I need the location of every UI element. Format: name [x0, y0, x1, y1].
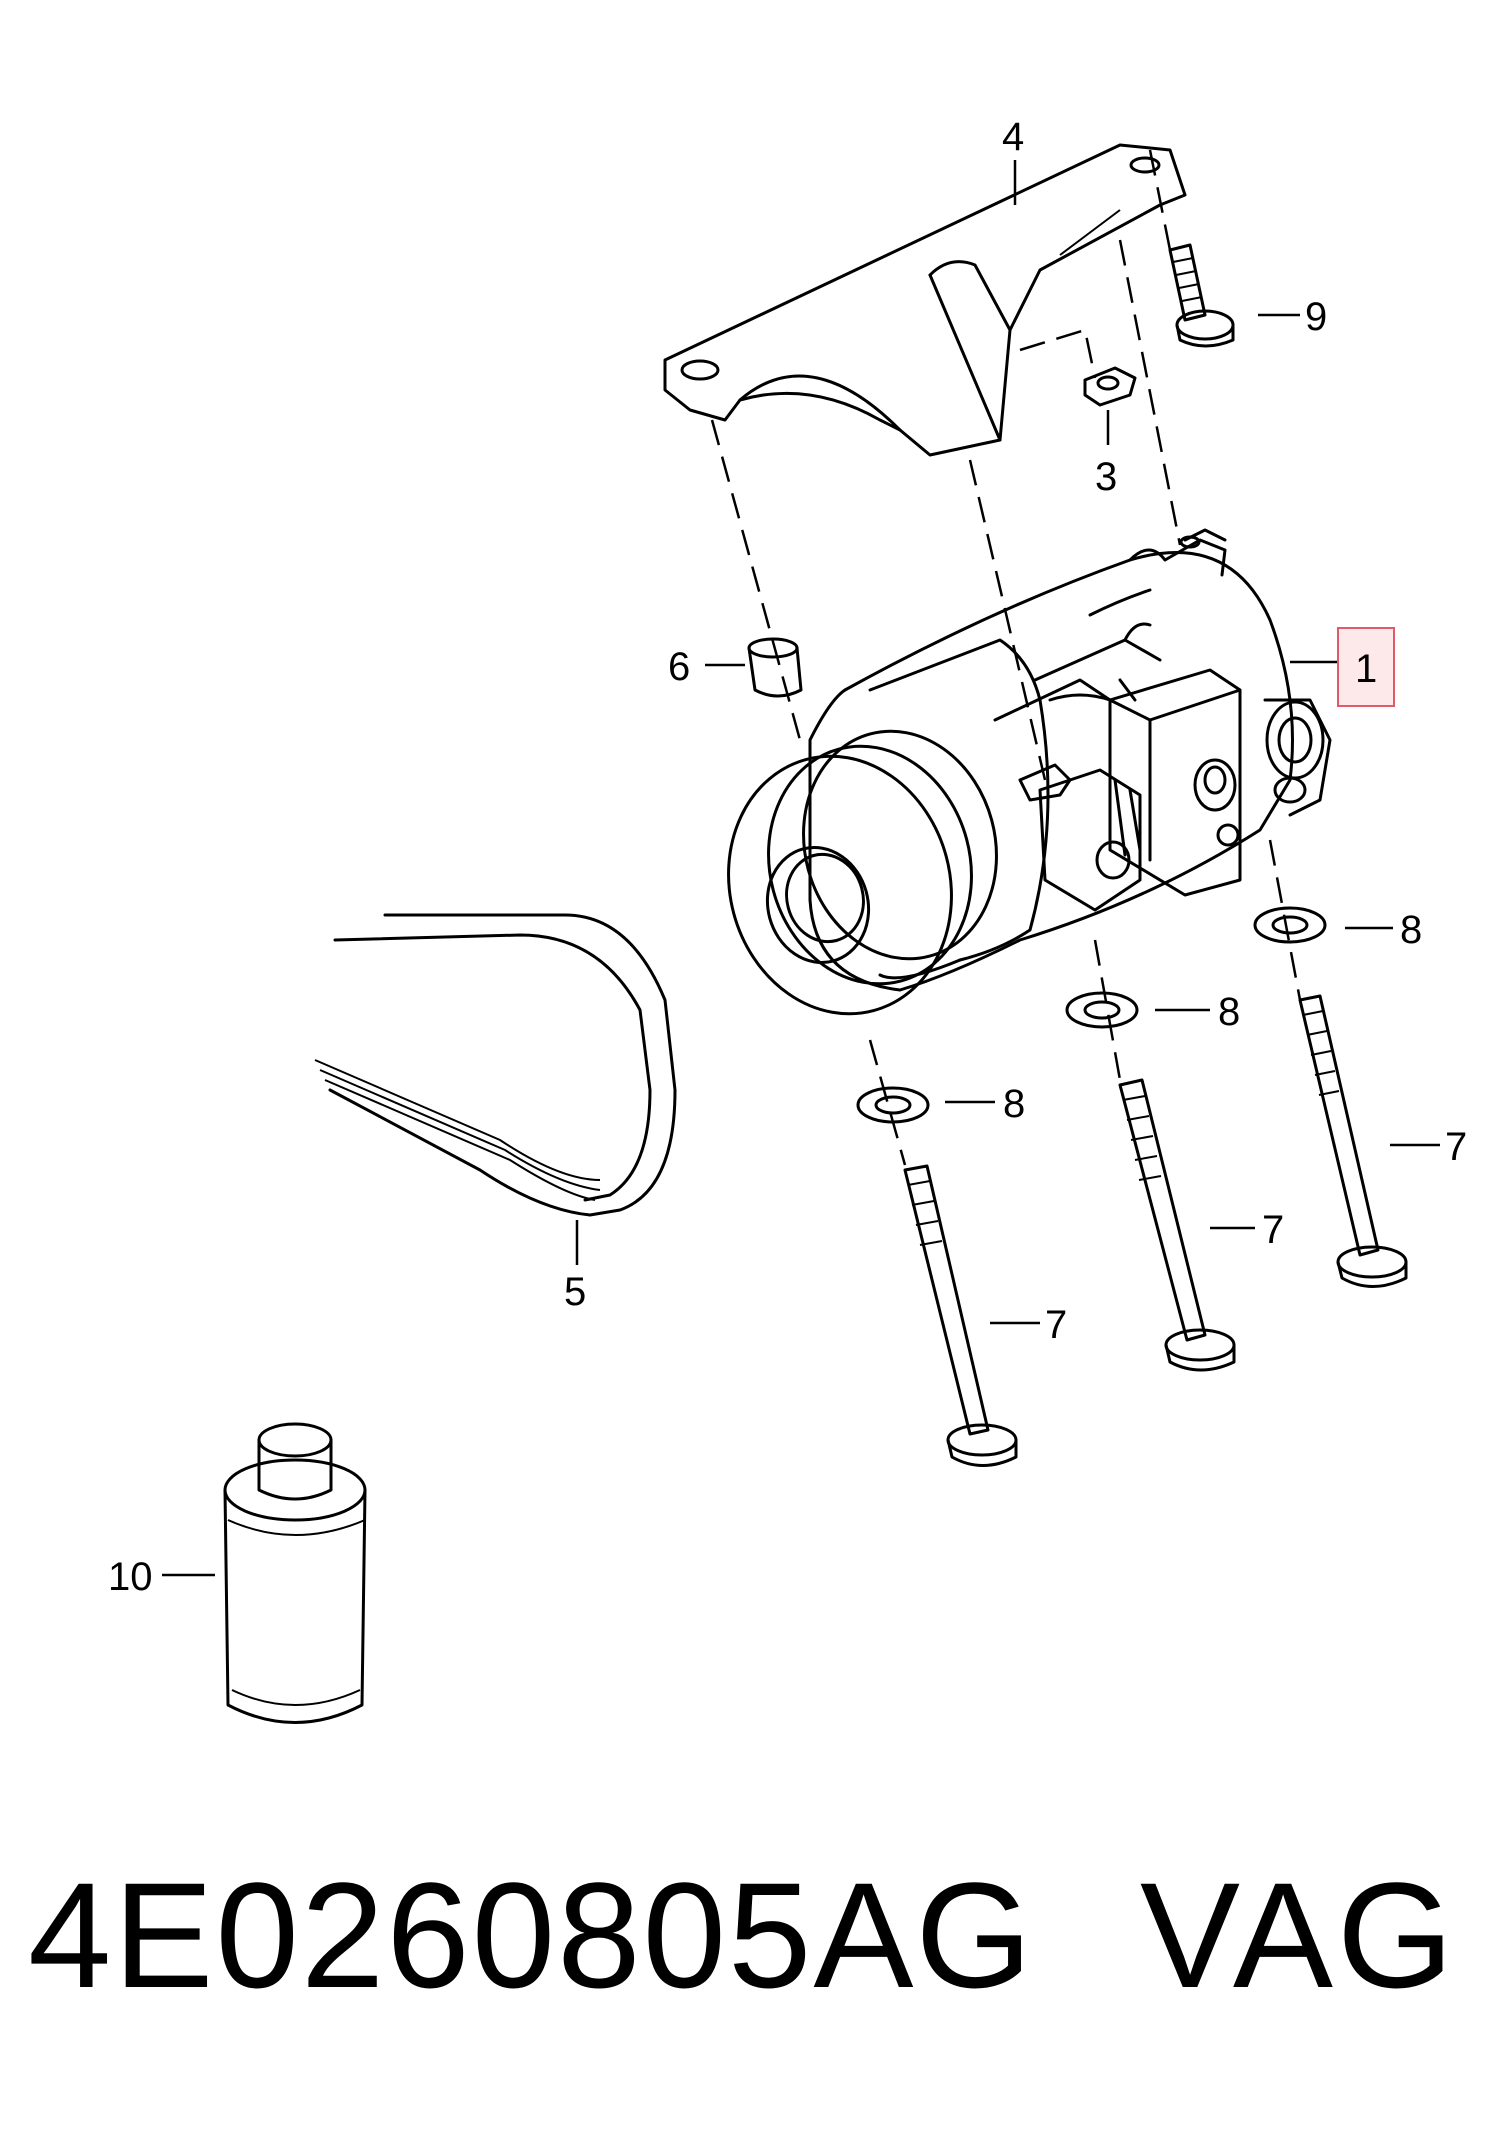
callout-8-rear: 8	[1400, 908, 1422, 952]
callout-7-middle: 7	[1262, 1208, 1284, 1252]
callout-8-middle: 8	[1218, 990, 1240, 1034]
callout-4: 4	[1002, 115, 1024, 159]
alignment-lines	[710, 149, 1302, 1166]
callout-5: 5	[564, 1270, 586, 1314]
callout-7-front: 7	[1045, 1303, 1067, 1347]
callout-10: 10	[108, 1555, 153, 1599]
nut-3	[1083, 366, 1137, 407]
washer-8-front	[856, 1086, 930, 1124]
part-number: 4E0260805AG	[28, 1851, 1035, 2019]
callout-7-rear: 7	[1445, 1125, 1467, 1169]
callout-1: 1	[1355, 647, 1377, 691]
bolt-7-front	[903, 1164, 1018, 1467]
part-10-cylinder	[223, 1422, 367, 1724]
callout-6: 6	[668, 645, 690, 689]
bolt-9	[1168, 243, 1235, 348]
bushing-6	[747, 637, 803, 698]
callout-9: 9	[1305, 295, 1327, 339]
washer-8-middle	[1065, 991, 1139, 1029]
bolt-7-rear	[1298, 994, 1408, 1288]
mounting-bracket	[663, 143, 1187, 457]
brand-label: VAG	[1140, 1851, 1458, 2019]
ac-compressor	[727, 528, 1332, 1016]
callout-3: 3	[1095, 455, 1117, 499]
washer-8-rear	[1253, 906, 1327, 944]
ribbed-belt	[314, 913, 677, 1217]
leader-lines	[162, 160, 1440, 1577]
callout-8-front: 8	[1003, 1082, 1025, 1126]
callout-1-highlight	[1337, 627, 1395, 707]
bolt-7-middle	[1118, 1078, 1236, 1372]
